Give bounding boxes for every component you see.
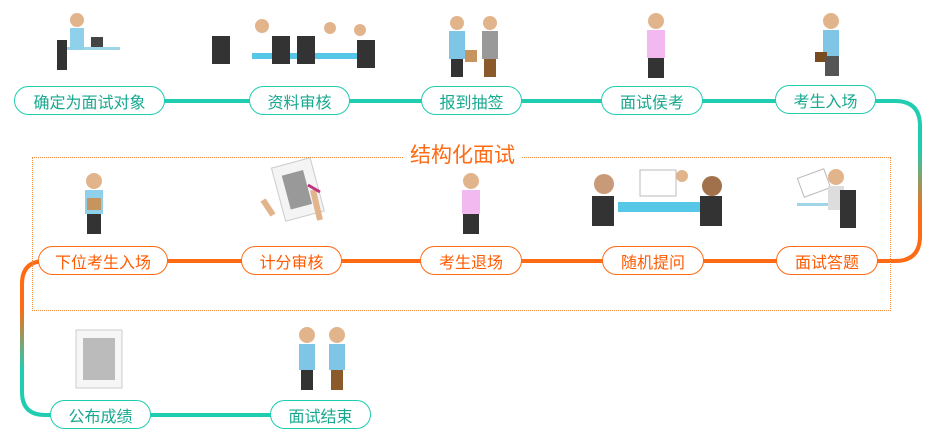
step-check-in-draw: 报到抽签 <box>421 86 522 115</box>
step-answer-questions: 面试答题 <box>776 246 878 275</box>
scoring-sheet-illustration <box>260 157 325 222</box>
questioning-meeting-illustration <box>592 169 722 226</box>
handshake-illustration <box>449 16 498 77</box>
step-waiting: 面试侯考 <box>601 86 703 115</box>
next-candidate-illustration <box>85 173 103 234</box>
step-confirm-candidates: 确定为面试对象 <box>14 86 165 115</box>
walking-candidate-illustration <box>815 13 839 76</box>
group-title: 结构化面试 <box>404 141 521 169</box>
step-random-questions: 随机提问 <box>602 246 704 275</box>
leaving-candidate-illustration <box>462 173 480 234</box>
line-right-curve <box>894 99 922 263</box>
step-score-review: 计分审核 <box>241 246 342 275</box>
results-document-illustration <box>75 329 123 389</box>
step-publish-results: 公布成绩 <box>50 400 151 429</box>
structured-interview-group <box>32 157 891 311</box>
waiting-candidate-illustration <box>647 13 665 78</box>
person-at-desk-illustration <box>57 13 120 70</box>
meeting-table-illustration <box>212 19 375 68</box>
step-document-review: 资料审核 <box>249 86 350 115</box>
step-candidate-exit: 考生退场 <box>420 246 522 275</box>
step-interview-end: 面试结束 <box>270 400 371 429</box>
step-candidate-enter: 考生入场 <box>775 85 876 114</box>
step-next-candidate-enter: 下位考生入场 <box>38 246 168 275</box>
answering-candidate-illustration <box>796 168 856 228</box>
closing-handshake-illustration <box>299 327 345 390</box>
